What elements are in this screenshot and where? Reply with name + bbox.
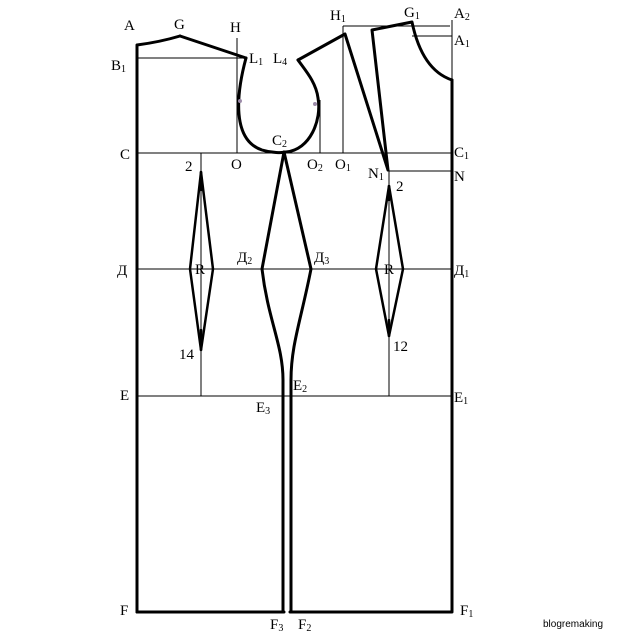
label-dart-bottom-right: 12 xyxy=(393,339,408,355)
label-dart-top-right: 2 xyxy=(396,179,404,195)
label-d1: Д1 xyxy=(454,263,469,280)
side-seam-front xyxy=(282,150,313,614)
point-labels: A G H H1 G1 A2 A1 B1 L1 L4 C C2 C1 O O2 … xyxy=(111,5,473,634)
label-n: N xyxy=(454,169,465,185)
label-f: F xyxy=(120,603,128,619)
label-r-left: R xyxy=(195,262,205,278)
front-side-seam-and-hem xyxy=(288,78,454,614)
label-c: C xyxy=(120,147,130,163)
label-d3: Д3 xyxy=(314,250,329,267)
label-r-right: R xyxy=(384,262,394,278)
label-b1: B1 xyxy=(111,58,126,75)
armhole xyxy=(237,56,321,155)
label-a: A xyxy=(124,18,135,34)
label-a1: A1 xyxy=(454,33,470,50)
label-e2: E2 xyxy=(293,378,307,395)
label-dart-bottom-left: 14 xyxy=(179,347,195,363)
side-seam-back xyxy=(260,150,286,614)
label-f3: F3 xyxy=(270,617,283,634)
label-l4: L4 xyxy=(273,51,287,68)
label-e1: E1 xyxy=(454,390,468,407)
label-g: G xyxy=(174,17,185,33)
label-e3: E3 xyxy=(256,400,270,417)
label-a2: A2 xyxy=(454,6,470,23)
label-o: O xyxy=(231,157,242,173)
label-n1: N1 xyxy=(368,166,384,183)
label-g1: G1 xyxy=(404,5,420,22)
armhole-notch-front xyxy=(313,102,317,106)
label-f2: F2 xyxy=(298,617,311,634)
label-dart-top-left: 2 xyxy=(185,159,193,175)
label-o1: O1 xyxy=(335,157,351,174)
pattern-outline xyxy=(135,20,454,614)
label-d2: Д2 xyxy=(237,250,252,267)
label-d: Д xyxy=(117,263,127,279)
back-side-seam xyxy=(135,34,182,614)
label-h: H xyxy=(230,20,241,36)
darts xyxy=(188,170,405,352)
armhole-notch-back xyxy=(238,99,242,103)
label-c2: C2 xyxy=(272,133,287,150)
label-f1: F1 xyxy=(460,603,473,620)
back-shoulder xyxy=(178,34,248,60)
label-h1: H1 xyxy=(330,8,346,25)
label-o2: O2 xyxy=(307,157,323,174)
front-shoulder-neck-dart xyxy=(296,20,454,172)
label-e: E xyxy=(120,388,129,404)
credit-watermark: blogremaking xyxy=(543,619,603,630)
label-l1: L1 xyxy=(249,51,263,68)
label-c1: C1 xyxy=(454,145,469,162)
construction-lines xyxy=(137,20,453,397)
